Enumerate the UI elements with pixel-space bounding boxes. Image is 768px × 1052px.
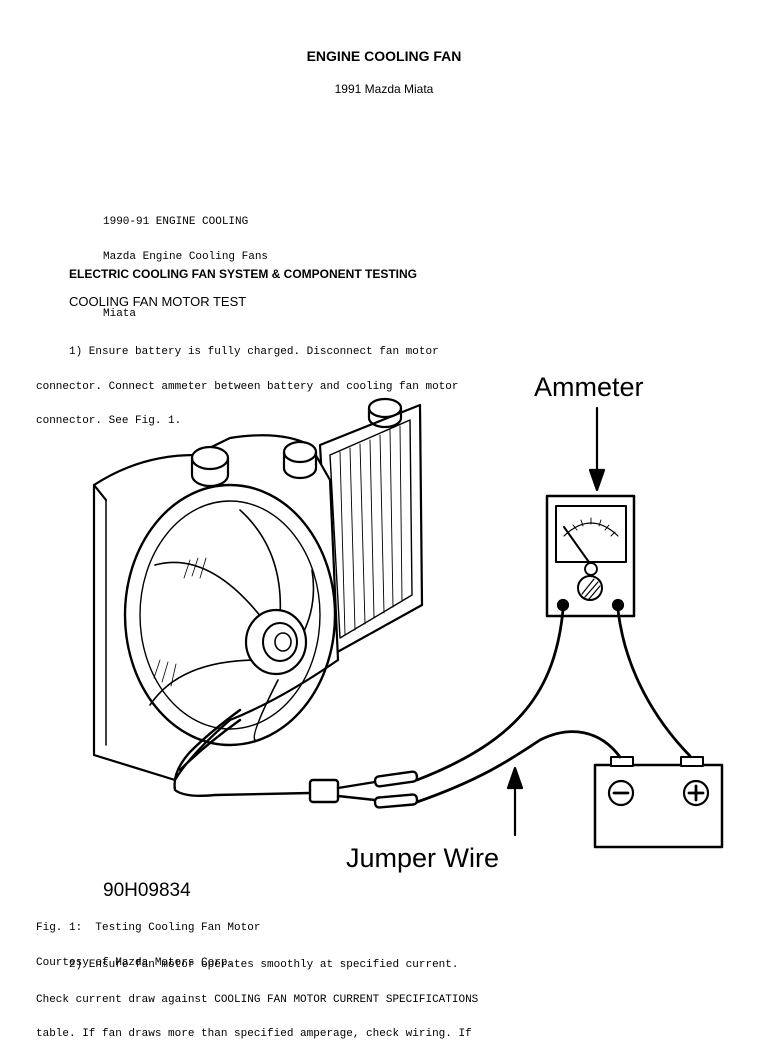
jumper-wire-label: Jumper Wire [346,843,499,873]
fan-motor-harness [173,708,419,809]
header-line: Miata [103,308,137,320]
test-wiring [415,608,692,804]
battery-illustration [593,756,724,849]
header-block: 1990-91 ENGINE COOLING Mazda Engine Cool… [103,194,268,332]
paragraph-line: connector. See Fig. 1. [36,415,182,427]
fan-illustration [149,509,315,741]
header-line: 1990-91 ENGINE COOLING [103,216,249,228]
section-heading: ELECTRIC COOLING FAN SYSTEM & COMPONENT … [69,267,418,281]
fan-shroud-illustration [92,434,340,782]
radiator-illustration [318,397,424,657]
ammeter-illustration [545,494,636,618]
document-title: ENGINE COOLING FAN [306,48,462,64]
caption-line: Fig. 1: Testing Cooling Fan Motor [36,922,261,934]
subsection-heading: COOLING FAN MOTOR TEST [69,294,247,309]
paragraph-line: connector. Connect ammeter between batte… [36,380,459,393]
figure-id: 90H09834 [103,880,191,901]
header-line: Mazda Engine Cooling Fans [103,250,269,263]
step2-paragraph: 2) Ensure fan motor operates smoothly at… [36,937,478,1052]
fan-motor-test-figure: Ammeter Jumper Wire [92,372,724,873]
ammeter-label: Ammeter [534,372,644,402]
paragraph-line: Check current draw against COOLING FAN M… [36,993,479,1006]
label-arrows [506,406,606,837]
caption-line: Courtesy of Mazda Motors Corp. [36,956,235,969]
paragraph-line: table. If fan draws more than specified … [36,1028,472,1040]
paragraph-line: 1) Ensure battery is fully charged. Disc… [36,346,439,358]
step1-paragraph: 1) Ensure battery is fully charged. Disc… [36,324,458,439]
document-subtitle: 1991 Mazda Miata [334,82,434,96]
paragraph-line: 2) Ensure fan motor operates smoothly at… [36,959,459,971]
figure-caption: Fig. 1: Testing Cooling Fan Motor Courte… [36,900,260,981]
